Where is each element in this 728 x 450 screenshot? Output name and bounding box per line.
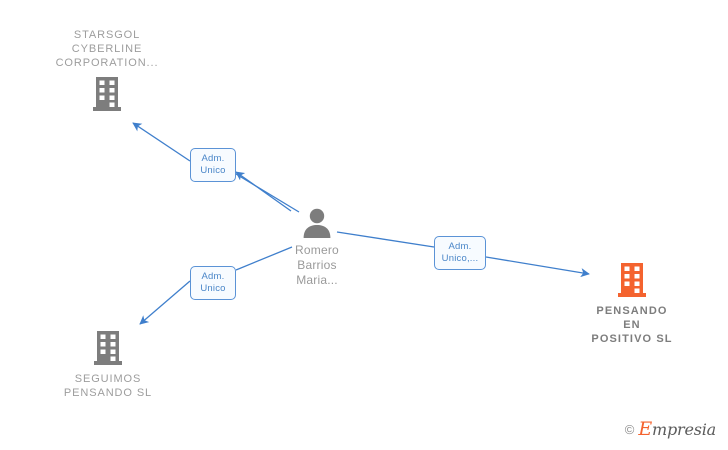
edge-label-seguimos[interactable]: Adm. Unico	[190, 266, 236, 300]
node-person[interactable]: Romero Barrios Maria...	[242, 208, 392, 288]
edge-arrow-starsgol	[235, 171, 292, 212]
node-pensando[interactable]: PENSANDO EN POSITIVO SL	[557, 262, 707, 346]
building-icon	[91, 330, 125, 366]
brand-rest: mpresia	[652, 420, 716, 439]
edge-segment-seguimos-head	[139, 280, 191, 325]
edge-person-to-pensando[interactable]	[336, 231, 590, 278]
edge-label-starsgol[interactable]: Adm. Unico	[190, 148, 236, 182]
watermark: © Empresia	[625, 418, 716, 440]
building-icon	[615, 262, 649, 298]
node-starsgol[interactable]: STARSGOL CYBERLINE CORPORATION...	[32, 28, 182, 112]
edge-label-pensando[interactable]: Adm. Unico,...	[434, 236, 486, 270]
node-seguimos-label: SEGUIMOS PENSANDO SL	[63, 373, 153, 399]
edge-segment-pensando-head	[485, 256, 590, 278]
node-seguimos[interactable]: SEGUIMOS PENSANDO SL	[33, 330, 183, 400]
node-pensando-label: PENSANDO EN POSITIVO SL	[591, 305, 673, 345]
brand-initial: E	[638, 418, 652, 440]
brand-wordmark: Empresia	[638, 418, 716, 440]
edge-segment-starsgol-tail	[235, 173, 300, 213]
person-icon	[300, 208, 334, 238]
edge-person-to-starsgol[interactable]	[132, 122, 300, 213]
edge-segment-starsgol-head	[132, 122, 191, 162]
copyright-icon: ©	[624, 421, 635, 437]
node-person-label: Romero Barrios Maria...	[295, 243, 339, 287]
node-starsgol-label: STARSGOL CYBERLINE CORPORATION...	[55, 29, 159, 69]
edge-segment-pensando-tail	[336, 231, 435, 248]
edge-segment-seguimos-tail	[235, 246, 293, 271]
edge-person-to-seguimos[interactable]	[139, 246, 293, 325]
building-icon	[90, 76, 124, 112]
